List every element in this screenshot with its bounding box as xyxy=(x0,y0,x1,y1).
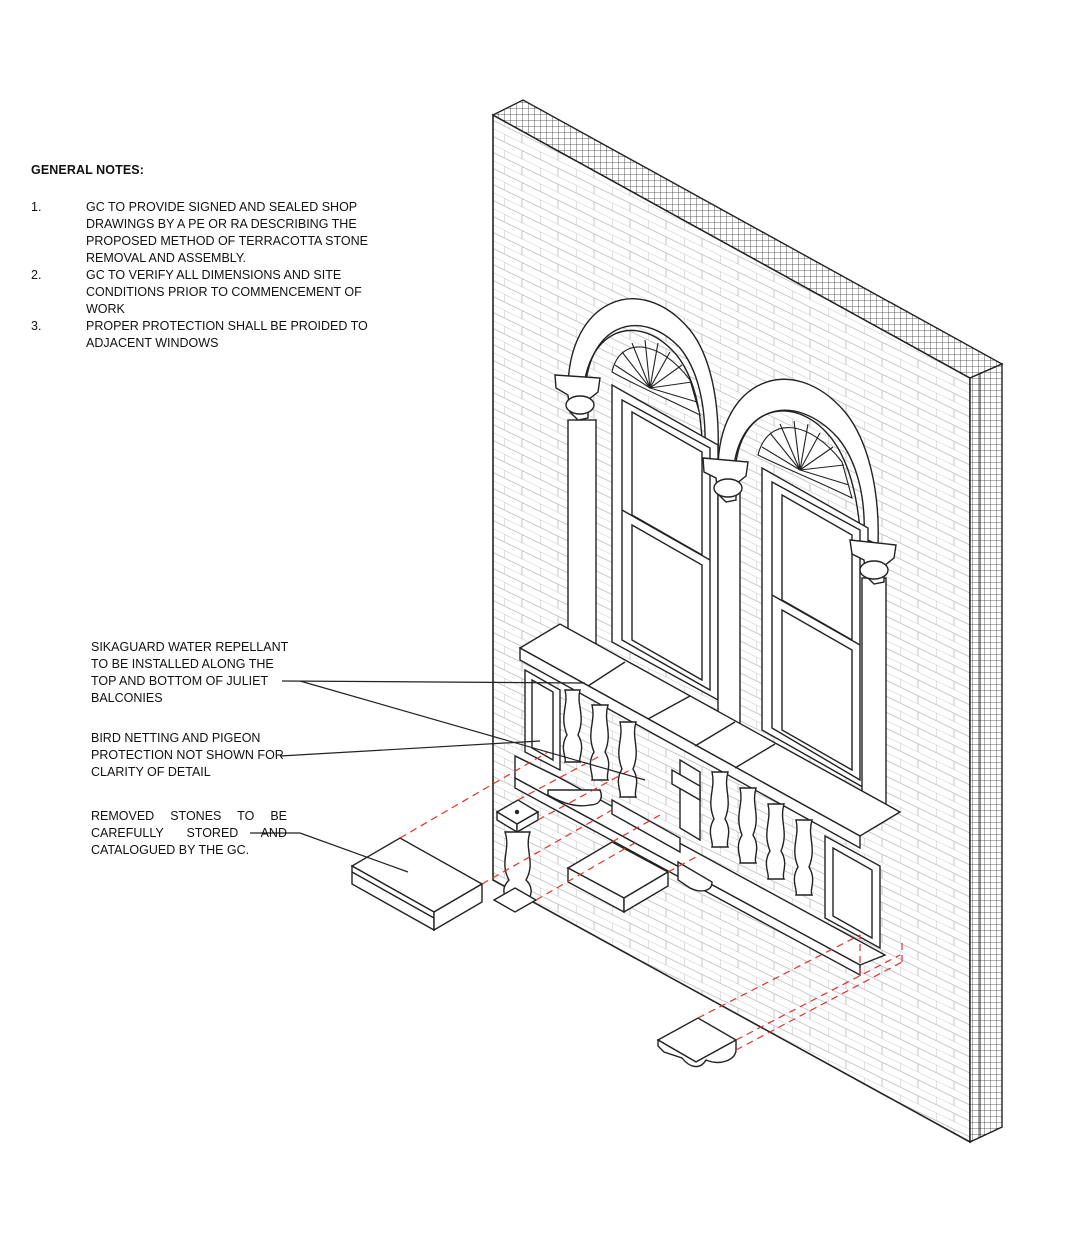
juliet-balcony xyxy=(514,623,902,977)
note-text: GC TO VERIFY ALL DIMENSIONS AND SITE CON… xyxy=(86,268,362,316)
removed-slab xyxy=(350,837,484,932)
note-item: 1. GC TO PROVIDE SIGNED AND SEALED SHOP … xyxy=(31,199,371,267)
note-number: 3. xyxy=(31,319,42,333)
arched-windows xyxy=(554,298,897,819)
note-number: 1. xyxy=(31,200,42,214)
column xyxy=(702,457,749,726)
note-number: 2. xyxy=(31,268,42,282)
callout-water-repellant: SIKAGUARD WATER REPELLANT TO BE INSTALLE… xyxy=(91,640,289,705)
projection-lines xyxy=(399,751,903,1051)
note-text: GC TO PROVIDE SIGNED AND SEALED SHOP DRA… xyxy=(86,200,368,265)
baluster xyxy=(562,689,814,896)
removed-baluster xyxy=(492,799,540,913)
leader-lines xyxy=(250,680,646,873)
fan-ornament xyxy=(611,339,701,417)
general-notes-title: GENERAL NOTES: xyxy=(31,163,144,177)
note-item: 3. PROPER PROTECTION SHALL BE PROIDED TO… xyxy=(31,318,371,352)
note-text: PROPER PROTECTION SHALL BE PROIDED TO AD… xyxy=(86,319,368,350)
callout-removed-stones: REMOVED STONES TO BE CAREFULLY STORED AN… xyxy=(91,809,287,857)
removed-slab xyxy=(566,841,670,914)
note-item: 2. GC TO VERIFY ALL DIMENSIONS AND SITE … xyxy=(31,267,371,318)
fan-ornament xyxy=(757,420,853,500)
removed-bracket xyxy=(656,1017,738,1068)
callout-bird-netting: BIRD NETTING AND PIGEON PROTECTION NOT S… xyxy=(91,731,284,779)
column xyxy=(849,539,897,819)
general-notes: GENERAL NOTES: 1. GC TO PROVIDE SIGNED A… xyxy=(31,162,371,352)
